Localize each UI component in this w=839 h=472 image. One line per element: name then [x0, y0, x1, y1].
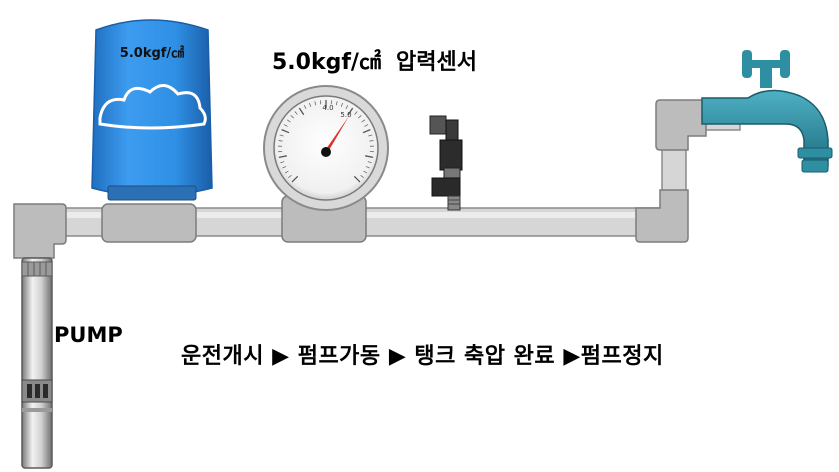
gauge-tick: [363, 170, 368, 174]
gauge-tick: [314, 101, 317, 106]
gauge-tick: [362, 129, 371, 134]
gauge-tick: [353, 175, 361, 183]
gauge-tick: [303, 105, 307, 109]
pressure-gauge: 4.0 5.0: [263, 85, 389, 243]
submersible-pump: [21, 257, 53, 469]
tank-fitting: [101, 203, 197, 243]
gauge-tick: [288, 174, 292, 178]
pressure-sensor-label: 압력센서: [396, 50, 477, 75]
gauge-tick: [290, 115, 294, 119]
gauge-tick-label-low: 4.0: [322, 104, 333, 112]
gauge-tick: [283, 124, 288, 127]
pump-label: PUMP: [54, 323, 123, 347]
right-lower-elbow: [635, 189, 689, 243]
gauge-tick: [347, 107, 354, 116]
pressure-sensor: [429, 115, 463, 211]
gauge-tick: [278, 155, 287, 159]
cloud-graphic: [98, 84, 207, 130]
gauge-tick: [291, 175, 299, 183]
tank-pressure-label: 5.0kgf/㎠: [120, 45, 184, 61]
gauge-tick: [361, 119, 366, 123]
left-elbow: [13, 203, 67, 259]
gauge-tick: [360, 174, 364, 178]
gauge-tick: [368, 134, 373, 137]
gauge-tick: [279, 134, 284, 137]
right-upper-elbow: [655, 99, 707, 151]
gauge-tick: [358, 115, 362, 119]
pressure-tank: 5.0kgf/㎠: [91, 19, 213, 201]
gauge-tick: [280, 161, 285, 164]
gauge-tick: [369, 140, 374, 142]
operation-sequence: 운전개시 ▶ 펌프가동 ▶ 탱크 축압 완료 ▶펌프정지: [181, 344, 664, 369]
gauge-tick: [284, 170, 289, 174]
gauge-tick: [286, 119, 291, 123]
gauge-tick: [278, 140, 283, 142]
gauge-tick-marks: [278, 100, 374, 183]
gauge-tick: [294, 111, 298, 115]
gauge-tick: [367, 161, 372, 164]
faucet-icon: [701, 50, 833, 173]
gauge-tick: [345, 105, 349, 109]
gauge-tick: [298, 107, 305, 116]
gauge-tick: [282, 166, 287, 169]
gauge-tick: [365, 166, 370, 169]
gauge-needle: [324, 116, 349, 152]
gauge-tick-label-high: 5.0: [340, 111, 351, 119]
gauge-tick: [340, 102, 343, 107]
gauge-tick: [354, 111, 358, 115]
gauge-tick: [335, 101, 338, 106]
gauge-tick: [365, 155, 374, 159]
gauge-tick: [364, 124, 369, 127]
gauge-tick: [309, 102, 312, 107]
sensor-pressure-title: 5.0kgf/㎠: [272, 50, 381, 75]
gauge-tick: [281, 129, 290, 134]
